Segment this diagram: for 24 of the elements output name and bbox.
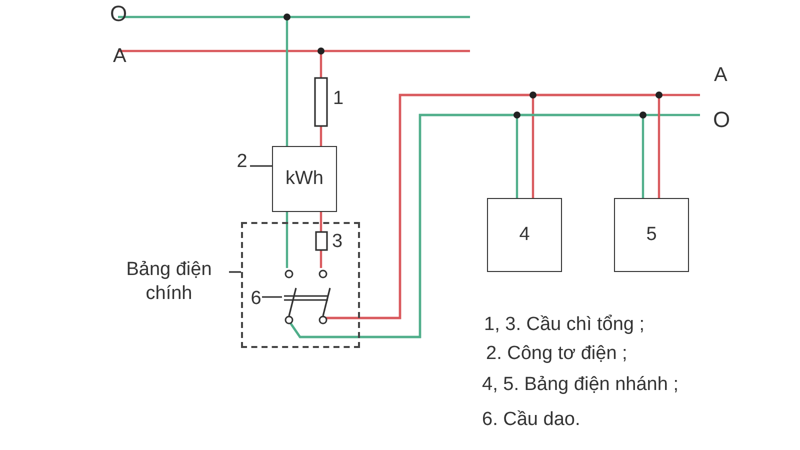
line-label: A [714,64,728,86]
callout-number: 6 [248,287,264,311]
key-text: 4, 5. Bảng điện nhánh ; [482,374,678,396]
leader-line [229,271,241,273]
callout-number: 2 [234,150,250,174]
key-text: 1, 3. Cầu chì tổng ; [484,314,645,336]
callout-number: 1 [333,88,344,110]
panel-label: Bảng điện chính [108,258,230,306]
main-panel-outline [241,222,360,348]
wire [288,114,644,338]
meter-box: kWh [272,146,337,212]
key-text: 6. Cầu dao. [482,409,580,431]
branch-panel-box: 4 [487,198,562,272]
callout-number: 3 [332,231,343,253]
line-label: O [110,3,128,25]
leader-line [250,165,272,167]
wire [320,212,322,268]
line-label: A [113,45,126,67]
wire [323,94,660,320]
leader-line [262,296,282,298]
wire [286,212,288,268]
line-label: O [713,109,730,131]
branch-panel-box: 5 [614,198,689,272]
key-text: 2. Công tơ điện ; [486,343,628,365]
